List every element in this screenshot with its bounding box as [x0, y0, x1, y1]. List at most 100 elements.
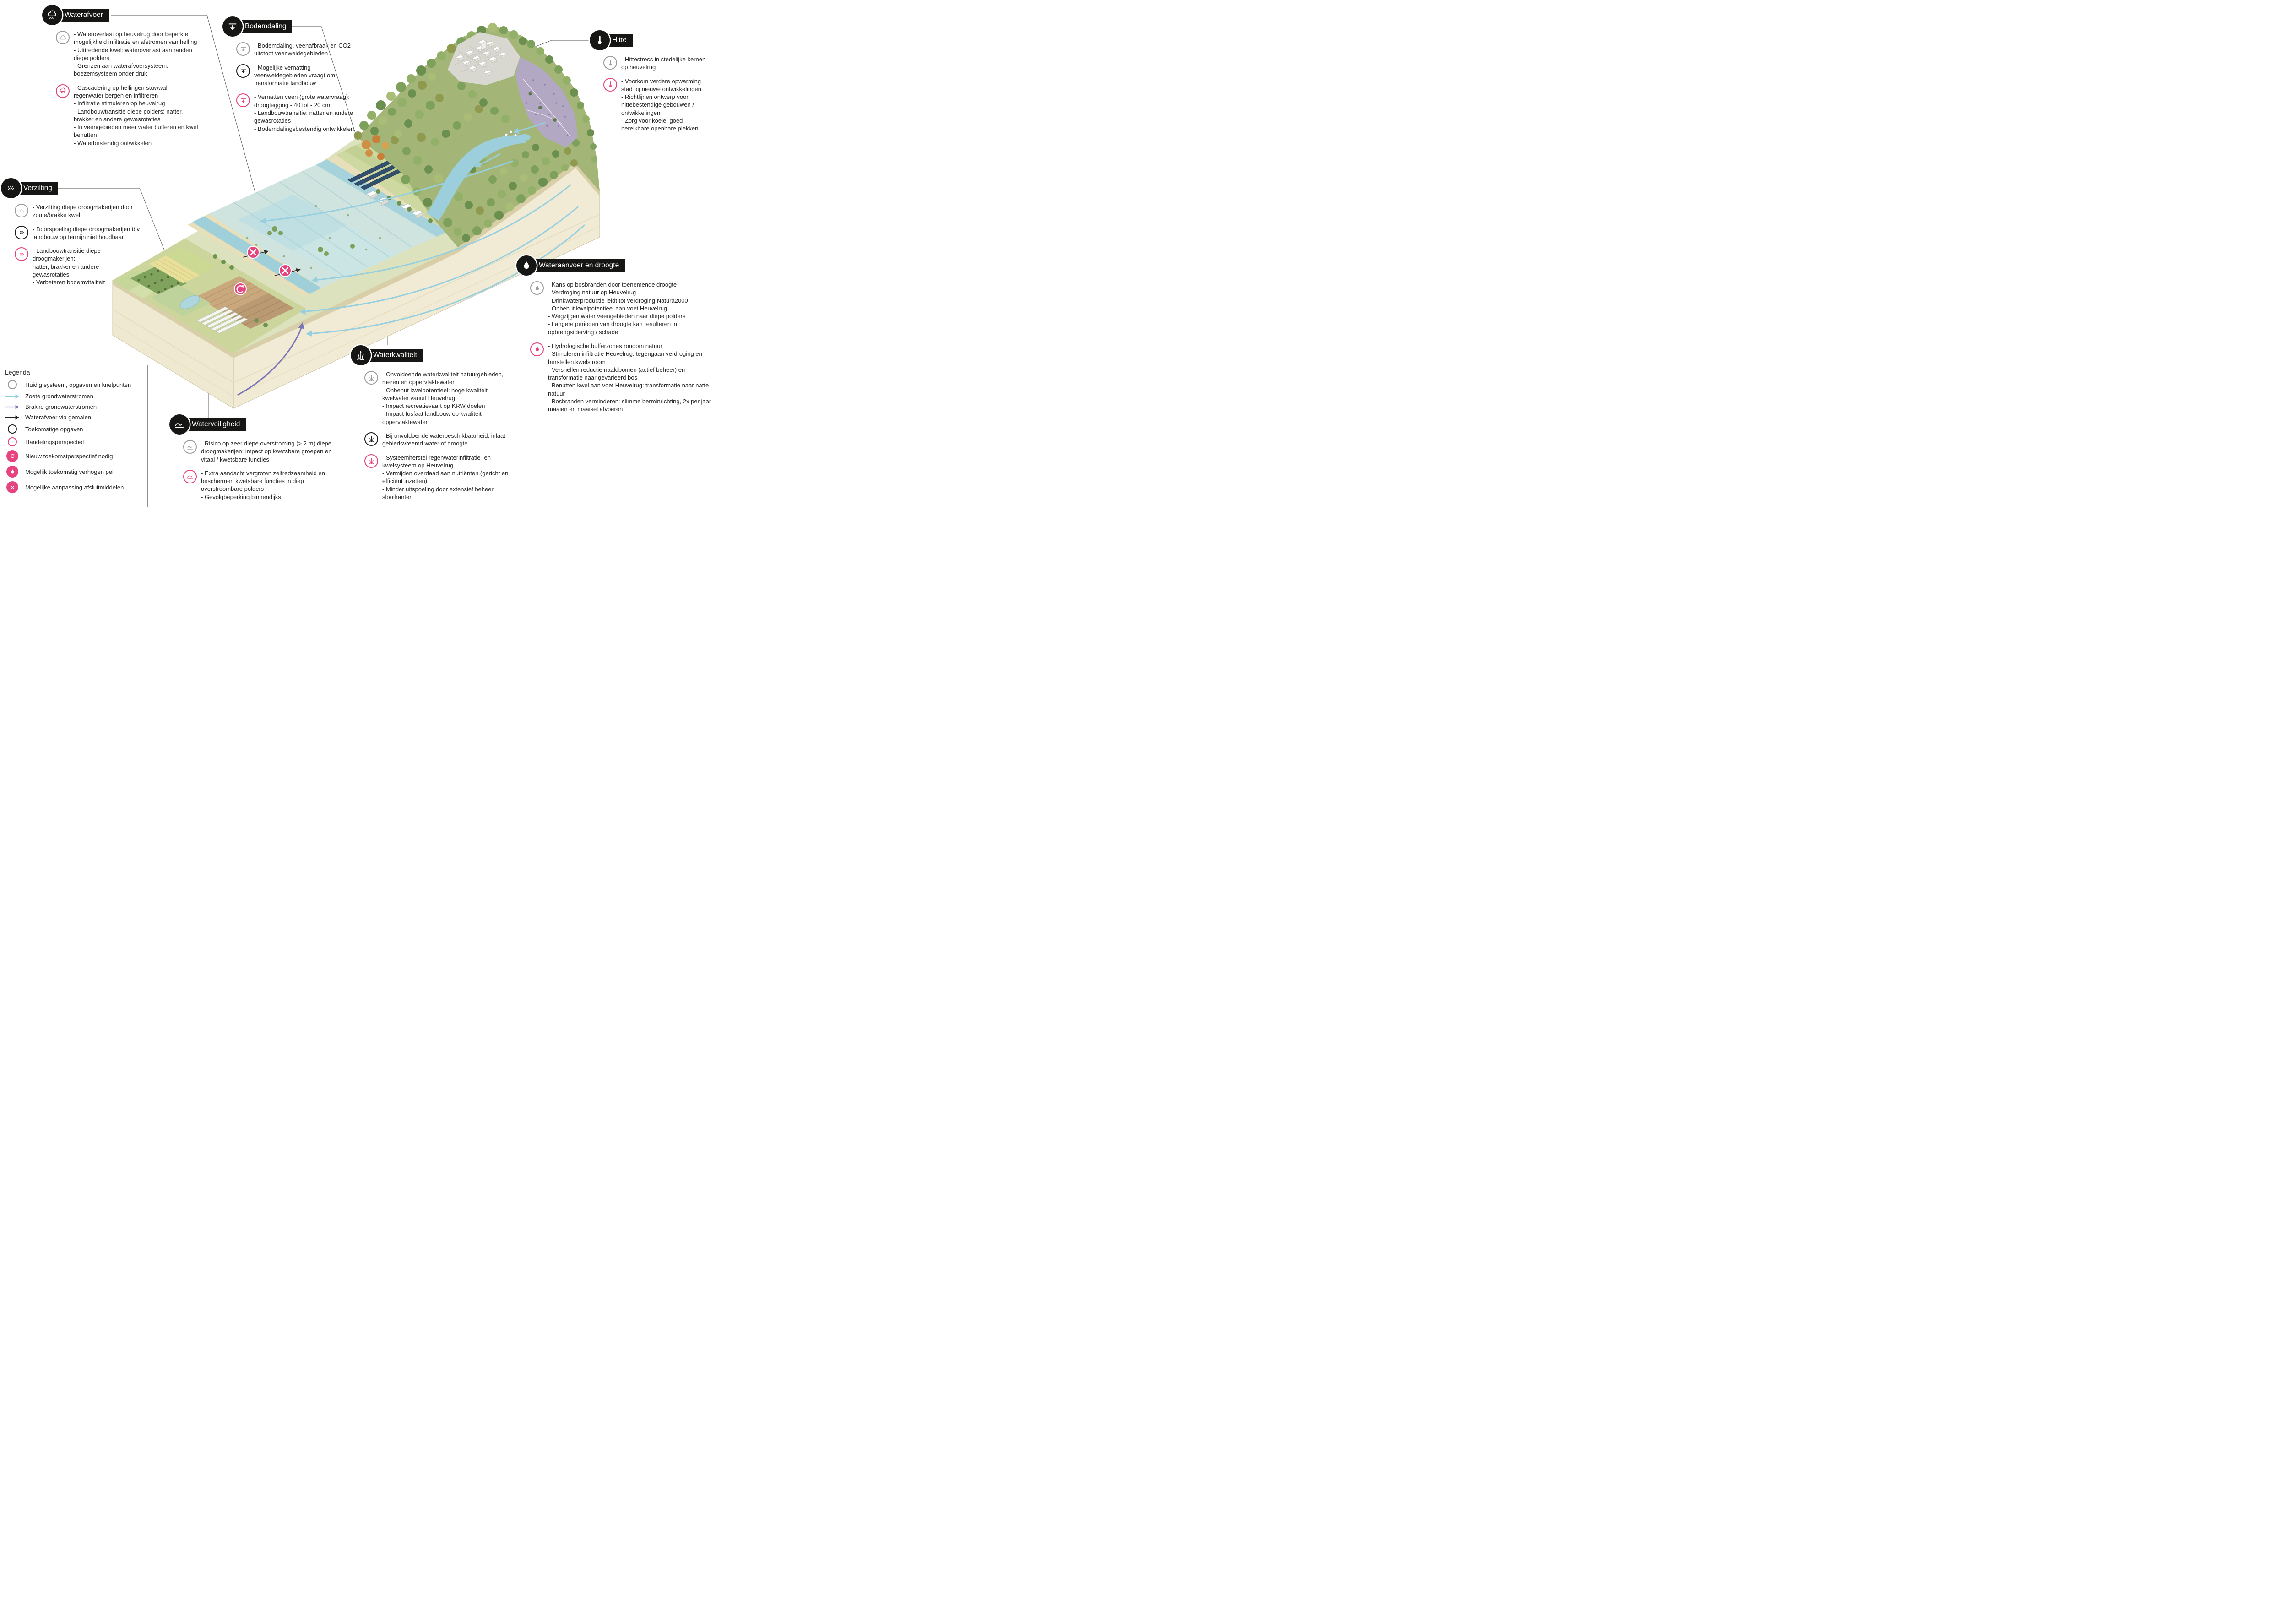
farm-buildings	[366, 190, 423, 219]
callout-item-text: - Risico op zeer diepe overstroming (> 2…	[201, 440, 332, 463]
callout-title: Hitte	[606, 33, 633, 47]
subsidence-icon	[236, 93, 250, 108]
drop-icon	[516, 255, 537, 276]
callout-header: Bodemdaling	[222, 16, 360, 37]
callout-item-text: - Wateroverlast op heuvelrug door beperk…	[74, 31, 197, 77]
callout-wateraanvoer-en-droogte: Wateraanvoer en droogte - Kans op bosbra…	[516, 255, 717, 419]
salt-icon	[15, 204, 28, 217]
callout-waterafvoer: Waterafvoer - Wateroverlast op heuvelrug…	[42, 5, 202, 153]
wetland	[209, 165, 437, 288]
callout-item: - Bodemdaling, veenafbraak en CO2 uitsto…	[236, 42, 360, 58]
campsite	[504, 130, 517, 137]
legend-item: Brakke grondwaterstromen	[5, 403, 143, 410]
salt-icon	[15, 247, 28, 261]
legend-item: Huidig systeem, opgaven en knelpunten	[5, 380, 143, 389]
pond	[519, 134, 531, 141]
legend-item-label: Zoete grondwaterstromen	[25, 393, 93, 400]
landscape-illustration	[58, 15, 600, 418]
fresh-groundwater-arrows	[260, 122, 585, 337]
purple-arrow-icon	[5, 404, 20, 410]
callout-title: Verzilting	[17, 181, 58, 195]
callout-item-text: - Kans op bosbranden door toenemende dro…	[548, 281, 688, 336]
callout-item: - Voorkom verdere opwarming stad bij nie…	[603, 77, 710, 133]
legend-item: Toekomstige opgaven	[5, 424, 143, 434]
callout-item-text: - Hittestress in stedelijke kernen op he…	[621, 56, 706, 71]
gray-circle-icon	[5, 380, 20, 389]
callout-item-text: - Bij onvoldoende waterbeschikbaarheid: …	[382, 432, 505, 447]
callout-item-text: - Vernatten veen (grote watervraag): dro…	[254, 93, 354, 132]
callout-item-text: - Doorspoeling diepe droogmakerijen tbv …	[33, 225, 140, 240]
callout-item: - Bij onvoldoende waterbeschikbaarheid: …	[364, 432, 515, 448]
reed-icon	[364, 454, 378, 468]
callout-item-text: - Cascadering op hellingen stuwwal: rege…	[74, 84, 198, 147]
legend-item: Mogelijk toekomstig verhogen peil	[5, 466, 143, 478]
city	[448, 32, 520, 85]
legend: Legenda Huidig systeem, opgaven en knelp…	[0, 365, 148, 507]
callout-item-text: - Landbouwtransitie diepe droogmakerijen…	[33, 247, 105, 286]
pink-circle-icon	[5, 437, 20, 446]
wave-icon	[183, 469, 197, 483]
brackish-groundwater-arrow	[237, 322, 305, 396]
closure-structure-marker	[279, 264, 292, 277]
polder-fields	[113, 239, 306, 353]
legend-title: Legenda	[5, 369, 30, 376]
callout-item-text: - Extra aandacht vergroten zelfredzaamhe…	[201, 469, 325, 500]
callout-header: Hitte	[590, 30, 710, 50]
callout-item: - Hydrologische bufferzones rondom natuu…	[530, 342, 717, 413]
tree	[267, 226, 355, 256]
callout-waterveiligheid: Waterveiligheid - Risico op zeer diepe o…	[169, 414, 334, 507]
legend-item-label: Mogelijk toekomstig verhogen peil	[25, 468, 115, 475]
callout-header: Wateraanvoer en droogte	[516, 255, 717, 276]
legend-item-label: Brakke grondwaterstromen	[25, 403, 97, 410]
cloud-icon	[56, 31, 70, 44]
callout-item: - Landbouwtransitie diepe droogmakerijen…	[15, 247, 147, 286]
greenhouses	[196, 306, 248, 334]
legend-item: Handelingsperspectief	[5, 437, 143, 446]
reed-icon	[364, 432, 378, 446]
thermometer-icon	[603, 56, 617, 70]
drop-icon	[530, 342, 544, 356]
tree	[376, 189, 433, 223]
legend-item-label: Handelingsperspectief	[25, 438, 84, 445]
thermometer-icon	[603, 77, 617, 92]
callout-item: - Systeemherstel regenwaterinfiltratie- …	[364, 454, 515, 501]
renew-icon	[5, 450, 20, 462]
callout-header: Waterafvoer	[42, 5, 202, 25]
callout-item-text: - Mogelijke vernatting veenweidegebieden…	[254, 64, 336, 87]
legend-item: Mogelijke aanpassing afsluitmiddelen	[5, 481, 143, 493]
callout-header: Waterveiligheid	[169, 414, 334, 435]
drop-icon	[5, 466, 20, 478]
subsidence-icon	[236, 64, 250, 78]
legend-item-label: Toekomstige opgaven	[25, 425, 83, 433]
new-perspective-marker	[234, 282, 247, 295]
subsidence-icon	[222, 16, 243, 37]
rain-cloud-icon	[56, 84, 70, 98]
callout-header: Waterkwaliteit	[351, 345, 515, 365]
callout-item: - Hittestress in stedelijke kernen op he…	[603, 55, 710, 71]
closure-structure-marker	[247, 246, 260, 259]
city-blocks	[455, 39, 507, 76]
callout-item: - Verzilting diepe droogmakerijen door z…	[15, 203, 147, 219]
callout-item-text: - Verzilting diepe droogmakerijen door z…	[33, 204, 133, 219]
black-arrow-icon	[5, 414, 20, 421]
callout-item: - Cascadering op hellingen stuwwal: rege…	[56, 84, 202, 147]
stream	[427, 135, 526, 221]
callout-title: Wateraanvoer en droogte	[533, 259, 625, 272]
callout-item-text: - Bodemdaling, veenafbraak en CO2 uitsto…	[254, 42, 351, 57]
callout-title: Bodemdaling	[239, 20, 293, 33]
subsidence-icon	[236, 42, 250, 56]
tree	[528, 92, 557, 122]
callout-item: - Doorspoeling diepe droogmakerijen tbv …	[15, 225, 147, 241]
callout-verzilting: Verzilting - Verzilting diepe droogmaker…	[1, 178, 147, 293]
callout-item: - Risico op zeer diepe overstroming (> 2…	[183, 440, 334, 463]
salt-icon	[15, 225, 28, 239]
legend-item-label: Nieuw toekomstperspectief nodig	[25, 452, 113, 460]
callout-item-text: - Onvoldoende waterkwaliteit natuurgebie…	[382, 371, 504, 425]
callout-item-text: - Hydrologische bufferzones rondom natuu…	[548, 342, 711, 413]
wave-icon	[183, 440, 197, 454]
legend-item: Nieuw toekomstperspectief nodig	[5, 450, 143, 462]
callout-title: Waterveiligheid	[186, 418, 246, 431]
callout-item: - Onvoldoende waterkwaliteit natuurgebie…	[364, 370, 515, 426]
rain-cloud-icon	[42, 5, 62, 25]
callout-waterkwaliteit: Waterkwaliteit - Onvoldoende waterkwalit…	[351, 345, 515, 507]
